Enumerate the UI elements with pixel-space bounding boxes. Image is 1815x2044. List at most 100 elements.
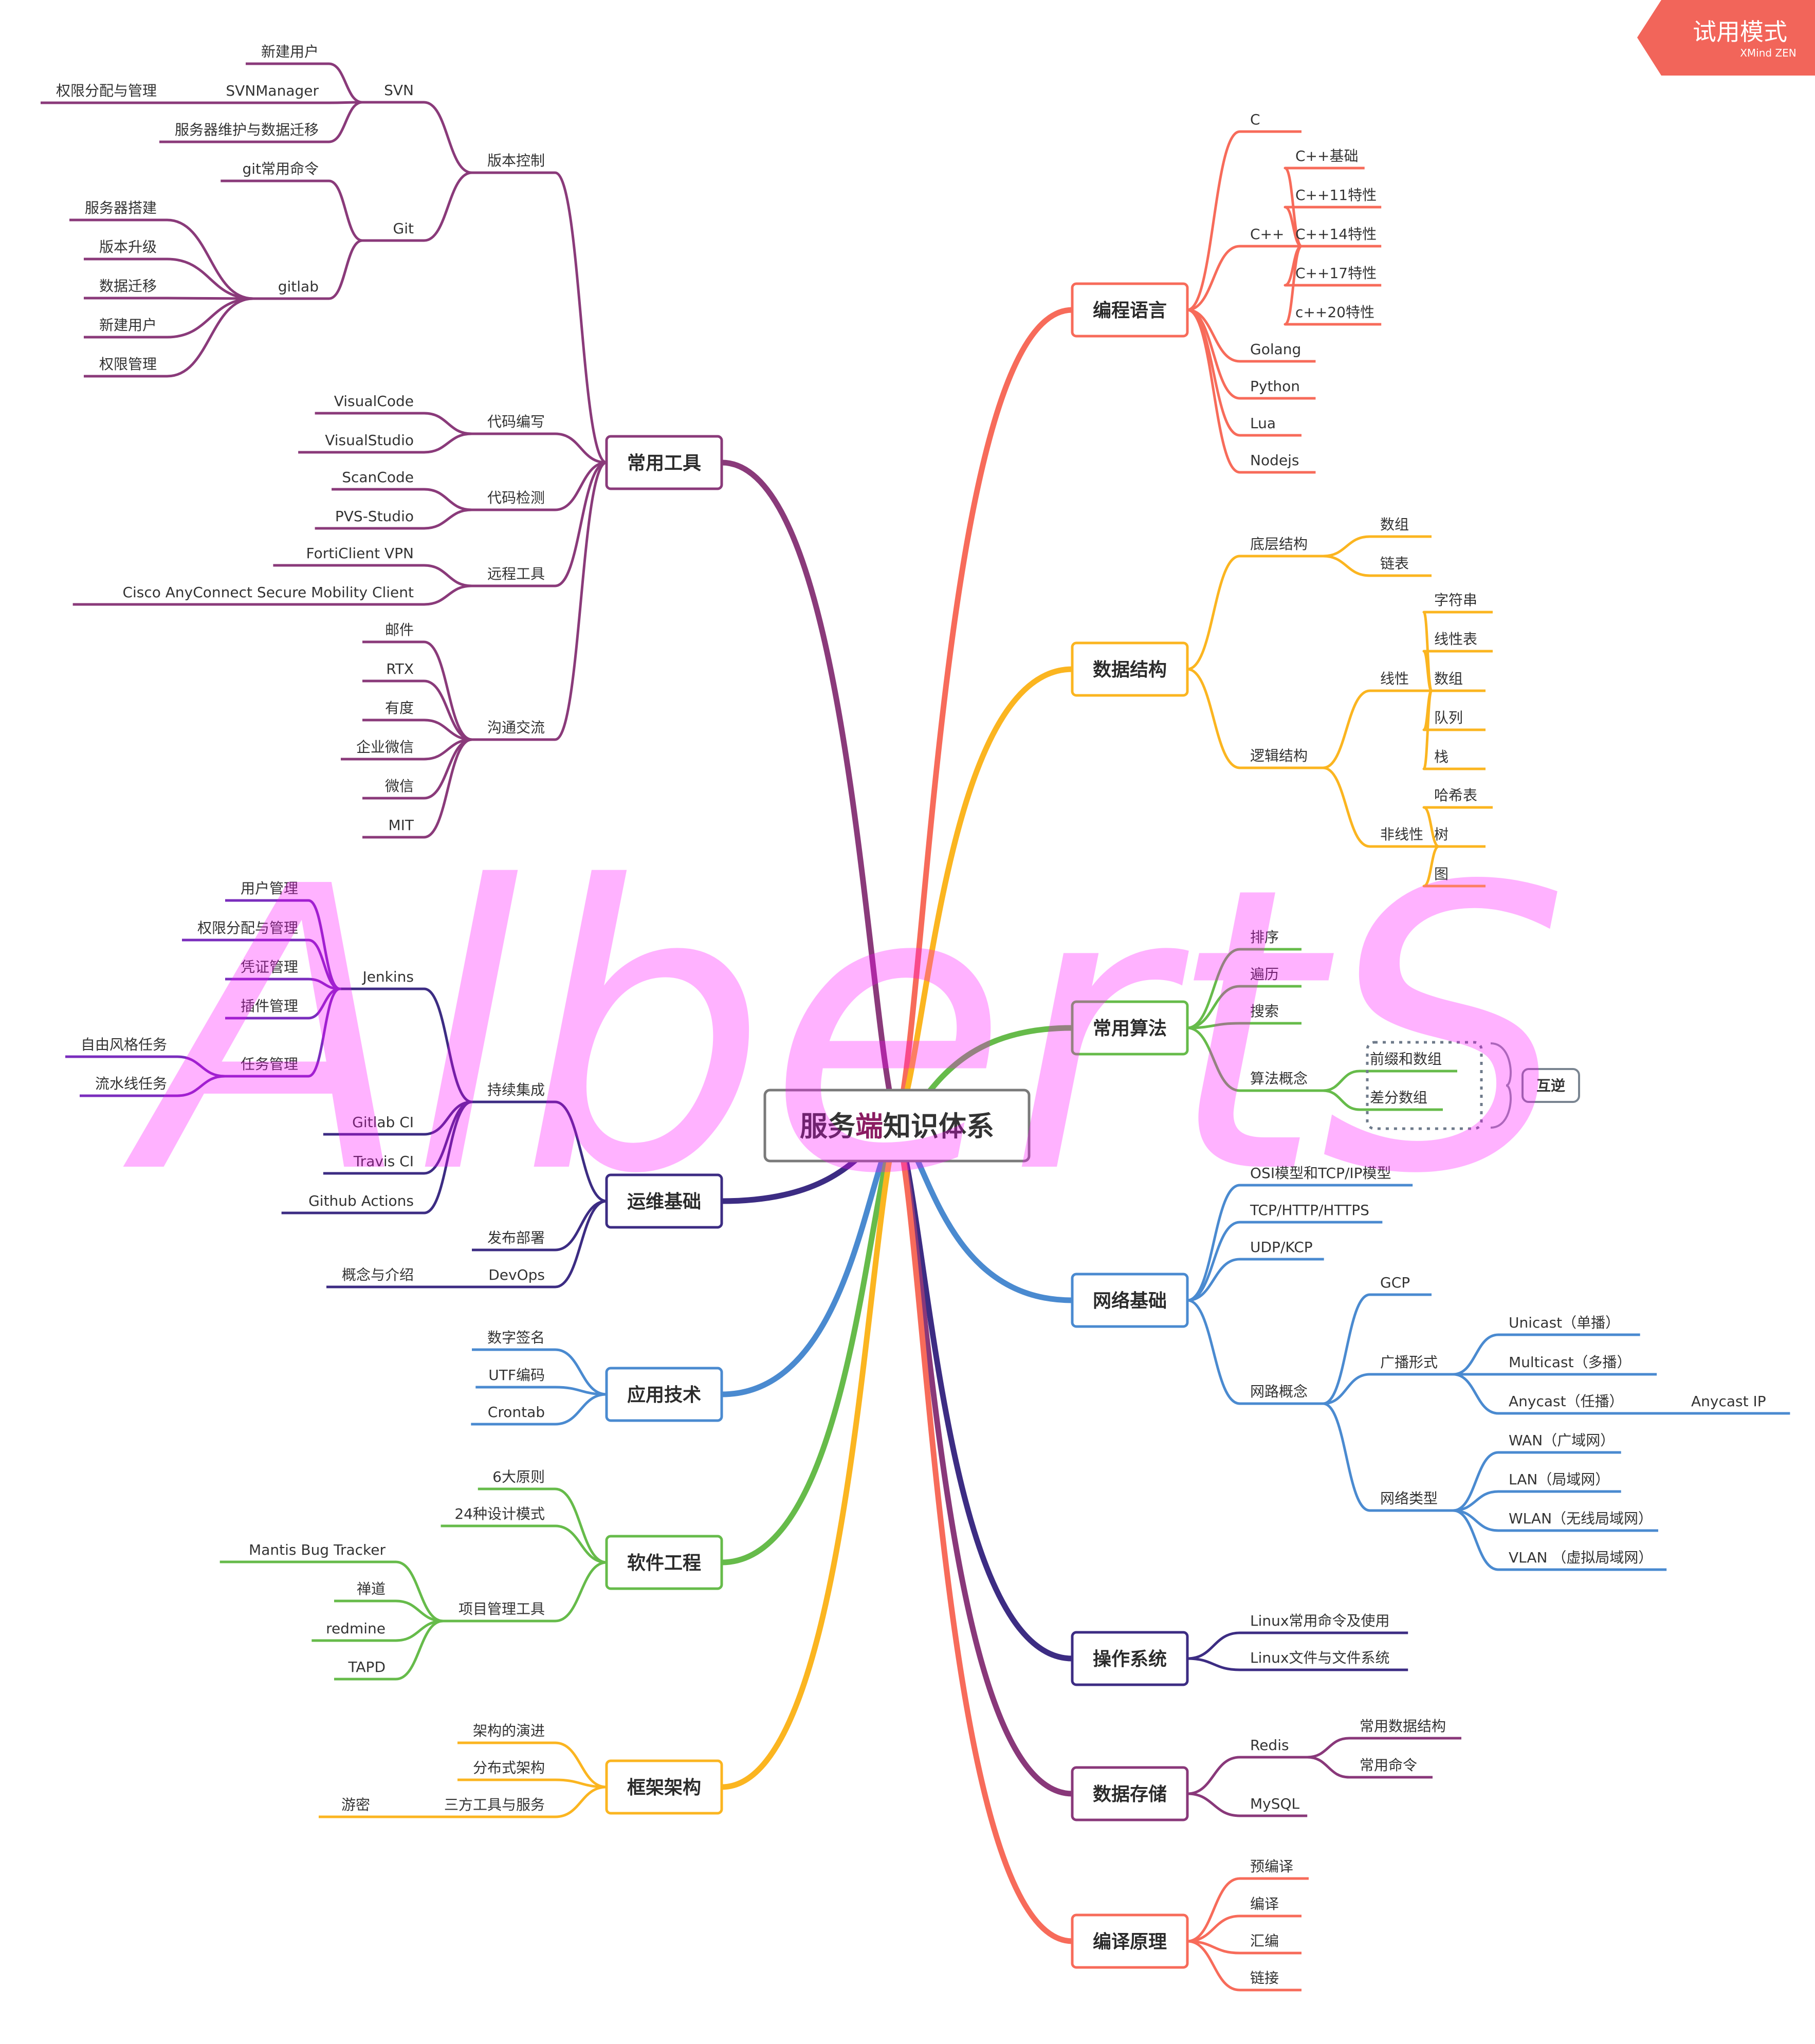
node-编译[interactable]: 编译 (1250, 1895, 1279, 1912)
node-git常用命令[interactable]: git常用命令 (242, 160, 319, 177)
topic-lang[interactable]: 编程语言 (1071, 282, 1189, 338)
node-网路概念[interactable]: 网路概念 (1250, 1383, 1308, 1400)
node-c[interactable]: C++ (1250, 226, 1284, 243)
node-任务管理[interactable]: 任务管理 (241, 1056, 298, 1073)
node-svn[interactable]: SVN (384, 82, 414, 99)
node-crontab[interactable]: Crontab (488, 1404, 545, 1421)
node-wan-广域网[interactable]: WAN（广域网） (1509, 1432, 1615, 1449)
node-tcp-http-https[interactable]: TCP/HTTP/HTTPS (1250, 1202, 1369, 1219)
node-链表[interactable]: 链表 (1380, 555, 1409, 572)
topic-storage[interactable]: 数据存储 (1071, 1766, 1189, 1821)
trial-mode-badge[interactable]: 试用模式 XMind ZEN (1637, 0, 1815, 76)
node-数组[interactable]: 数组 (1380, 516, 1409, 533)
node-项目管理工具[interactable]: 项目管理工具 (459, 1600, 545, 1617)
node-字符串[interactable]: 字符串 (1434, 592, 1477, 609)
node-插件管理[interactable]: 插件管理 (241, 998, 298, 1015)
node-lua[interactable]: Lua (1250, 415, 1276, 432)
node-新建用户[interactable]: 新建用户 (261, 43, 319, 60)
node-linux常用命令及使用[interactable]: Linux常用命令及使用 (1250, 1612, 1389, 1629)
topic-box-sw[interactable] (605, 1535, 723, 1590)
summary-node[interactable]: 互逆 (1521, 1068, 1580, 1103)
node-visualcode[interactable]: VisualCode (334, 393, 414, 410)
node-visualstudio[interactable]: VisualStudio (325, 432, 414, 449)
node-常用数据结构[interactable]: 常用数据结构 (1360, 1718, 1446, 1735)
node-nodejs[interactable]: Nodejs (1250, 452, 1299, 469)
node-vlan-虚拟局域网[interactable]: VLAN （虚拟局域网） (1509, 1549, 1653, 1566)
node-游密[interactable]: 游密 (341, 1796, 370, 1813)
node-常用命令[interactable]: 常用命令 (1360, 1757, 1417, 1774)
node-devops[interactable]: DevOps (488, 1266, 545, 1283)
node-非线性[interactable]: 非线性 (1380, 826, 1423, 843)
node-权限分配与管理[interactable]: 权限分配与管理 (197, 919, 298, 936)
node-流水线任务[interactable]: 流水线任务 (95, 1075, 167, 1092)
topic-box-os[interactable] (1071, 1631, 1189, 1686)
node-用户管理[interactable]: 用户管理 (241, 880, 298, 897)
topic-sw[interactable]: 软件工程 (605, 1535, 723, 1590)
node-代码检测[interactable]: 代码检测 (487, 489, 545, 506)
node-禅道[interactable]: 禅道 (357, 1580, 386, 1597)
node-沟通交流[interactable]: 沟通交流 (487, 719, 545, 736)
topic-algo[interactable]: 常用算法 (1071, 1000, 1189, 1056)
topic-box-ds[interactable] (1071, 641, 1189, 697)
node-遍历[interactable]: 遍历 (1250, 966, 1279, 983)
node-链接[interactable]: 链接 (1250, 1969, 1279, 1986)
node-邮件[interactable]: 邮件 (385, 621, 414, 638)
topic-box-ops[interactable] (605, 1173, 723, 1229)
node-24种设计模式[interactable]: 24种设计模式 (454, 1505, 545, 1522)
node-广播形式[interactable]: 广播形式 (1380, 1354, 1438, 1371)
topic-compile[interactable]: 编译原理 (1071, 1913, 1189, 1969)
node-数组[interactable]: 数组 (1434, 670, 1463, 687)
node-forticlient-vpn[interactable]: FortiClient VPN (306, 545, 414, 562)
node-逻辑结构[interactable]: 逻辑结构 (1250, 747, 1308, 764)
node-底层结构[interactable]: 底层结构 (1250, 536, 1308, 553)
node-c-17特性[interactable]: C++17特性 (1295, 265, 1377, 282)
node-wlan-无线局域网[interactable]: WLAN（无线局域网） (1509, 1510, 1653, 1527)
topic-box-algo[interactable] (1071, 1000, 1189, 1056)
node-svnmanager[interactable]: SVNManager (226, 82, 319, 99)
node-c-20特性[interactable]: c++20特性 (1295, 304, 1374, 321)
node-mysql[interactable]: MySQL (1250, 1795, 1300, 1812)
node-gitlab-ci[interactable]: Gitlab CI (352, 1114, 414, 1131)
node-数据迁移[interactable]: 数据迁移 (99, 278, 157, 294)
node-6大原则[interactable]: 6大原则 (492, 1468, 545, 1485)
node-凭证管理[interactable]: 凭证管理 (241, 959, 298, 975)
topic-tools[interactable]: 常用工具 (605, 435, 723, 490)
node-概念与介绍[interactable]: 概念与介绍 (342, 1266, 414, 1283)
topic-box-compile[interactable] (1071, 1913, 1189, 1969)
node-anycast-任播[interactable]: Anycast（任播） (1509, 1393, 1624, 1410)
node-linux文件与文件系统[interactable]: Linux文件与文件系统 (1250, 1649, 1389, 1666)
node-权限管理[interactable]: 权限管理 (99, 356, 157, 373)
topic-box-lang[interactable] (1071, 282, 1189, 338)
node-continuous-integration[interactable]: 持续集成 (487, 1081, 545, 1098)
node-服务器搭建[interactable]: 服务器搭建 (85, 199, 157, 216)
node-travis-ci[interactable]: Travis CI (353, 1153, 414, 1170)
topic-box-tools[interactable] (605, 435, 723, 490)
node-tapd[interactable]: TAPD (347, 1659, 386, 1675)
node-汇编[interactable]: 汇编 (1250, 1932, 1279, 1949)
node-github-actions[interactable]: Github Actions (308, 1192, 414, 1209)
node-前缀和数组[interactable]: 前缀和数组 (1370, 1051, 1442, 1067)
node-c-基础[interactable]: C++基础 (1295, 148, 1358, 164)
node-golang[interactable]: Golang (1250, 341, 1301, 358)
node-远程工具[interactable]: 远程工具 (487, 565, 545, 582)
node-gcp[interactable]: GCP (1380, 1274, 1410, 1291)
node-版本升级[interactable]: 版本升级 (99, 238, 157, 255)
node-git[interactable]: Git (393, 220, 414, 237)
topic-box-net[interactable] (1071, 1273, 1189, 1328)
node-scancode[interactable]: ScanCode (342, 469, 414, 486)
node-c-11特性[interactable]: C++11特性 (1295, 187, 1377, 204)
node-mit[interactable]: MIT (388, 817, 414, 834)
topic-os[interactable]: 操作系统 (1071, 1631, 1189, 1686)
node-算法概念[interactable]: 算法概念 (1250, 1070, 1308, 1087)
node-pvs-studio[interactable]: PVS-Studio (335, 508, 414, 525)
node-udp-kcp[interactable]: UDP/KCP (1250, 1239, 1313, 1256)
node-版本控制[interactable]: 版本控制 (487, 152, 545, 169)
node-栈[interactable]: 栈 (1434, 748, 1449, 765)
node-线性[interactable]: 线性 (1380, 670, 1409, 687)
node-c[interactable]: C (1250, 111, 1260, 128)
node-unicast-单播[interactable]: Unicast（单播） (1509, 1314, 1620, 1331)
topic-ops[interactable]: 运维基础 (605, 1173, 723, 1229)
node-差分数组[interactable]: 差分数组 (1370, 1089, 1427, 1106)
summary-box[interactable] (1521, 1068, 1580, 1103)
node-gitlab[interactable]: gitlab (278, 278, 319, 295)
